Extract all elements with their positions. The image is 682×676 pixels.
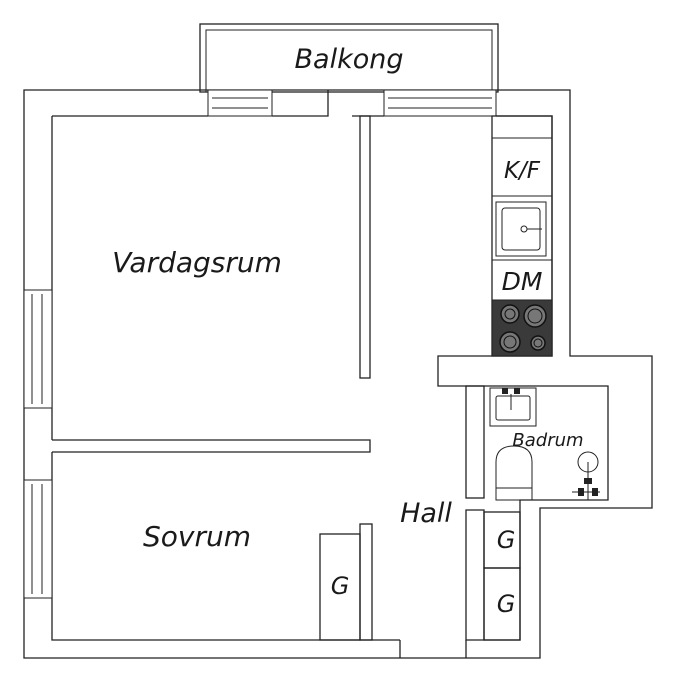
living-room-label: Vardagsrum — [112, 246, 282, 279]
bathroom-fixtures — [489, 387, 600, 501]
kitchen-counter — [491, 115, 553, 357]
balcony-label: Balkong — [295, 44, 404, 75]
bedroom-label: Sovrum — [143, 520, 251, 553]
hall-wardrobe-bottom-label: G — [497, 590, 516, 618]
hall-wardrobe-bottom — [483, 567, 521, 641]
shower-icon — [572, 451, 600, 500]
balcony — [199, 23, 499, 93]
kitchen-sink-icon — [495, 201, 547, 257]
hall-label: Hall — [400, 498, 452, 529]
bedroom-wardrobe-label: G — [331, 572, 350, 600]
wash-basin-icon — [489, 387, 537, 427]
wardrobes — [319, 511, 521, 641]
stove-icon — [491, 299, 553, 357]
hall-wardrobe-top-label: G — [497, 526, 516, 554]
bathroom-label: Badrum — [512, 430, 583, 451]
toilet-icon — [495, 445, 533, 501]
windows — [23, 89, 497, 599]
dishwasher-label: DM — [502, 267, 543, 296]
fridge-freezer-label: K/F — [504, 158, 541, 184]
interior-walls — [52, 115, 485, 641]
bedroom-wardrobe — [319, 533, 361, 641]
